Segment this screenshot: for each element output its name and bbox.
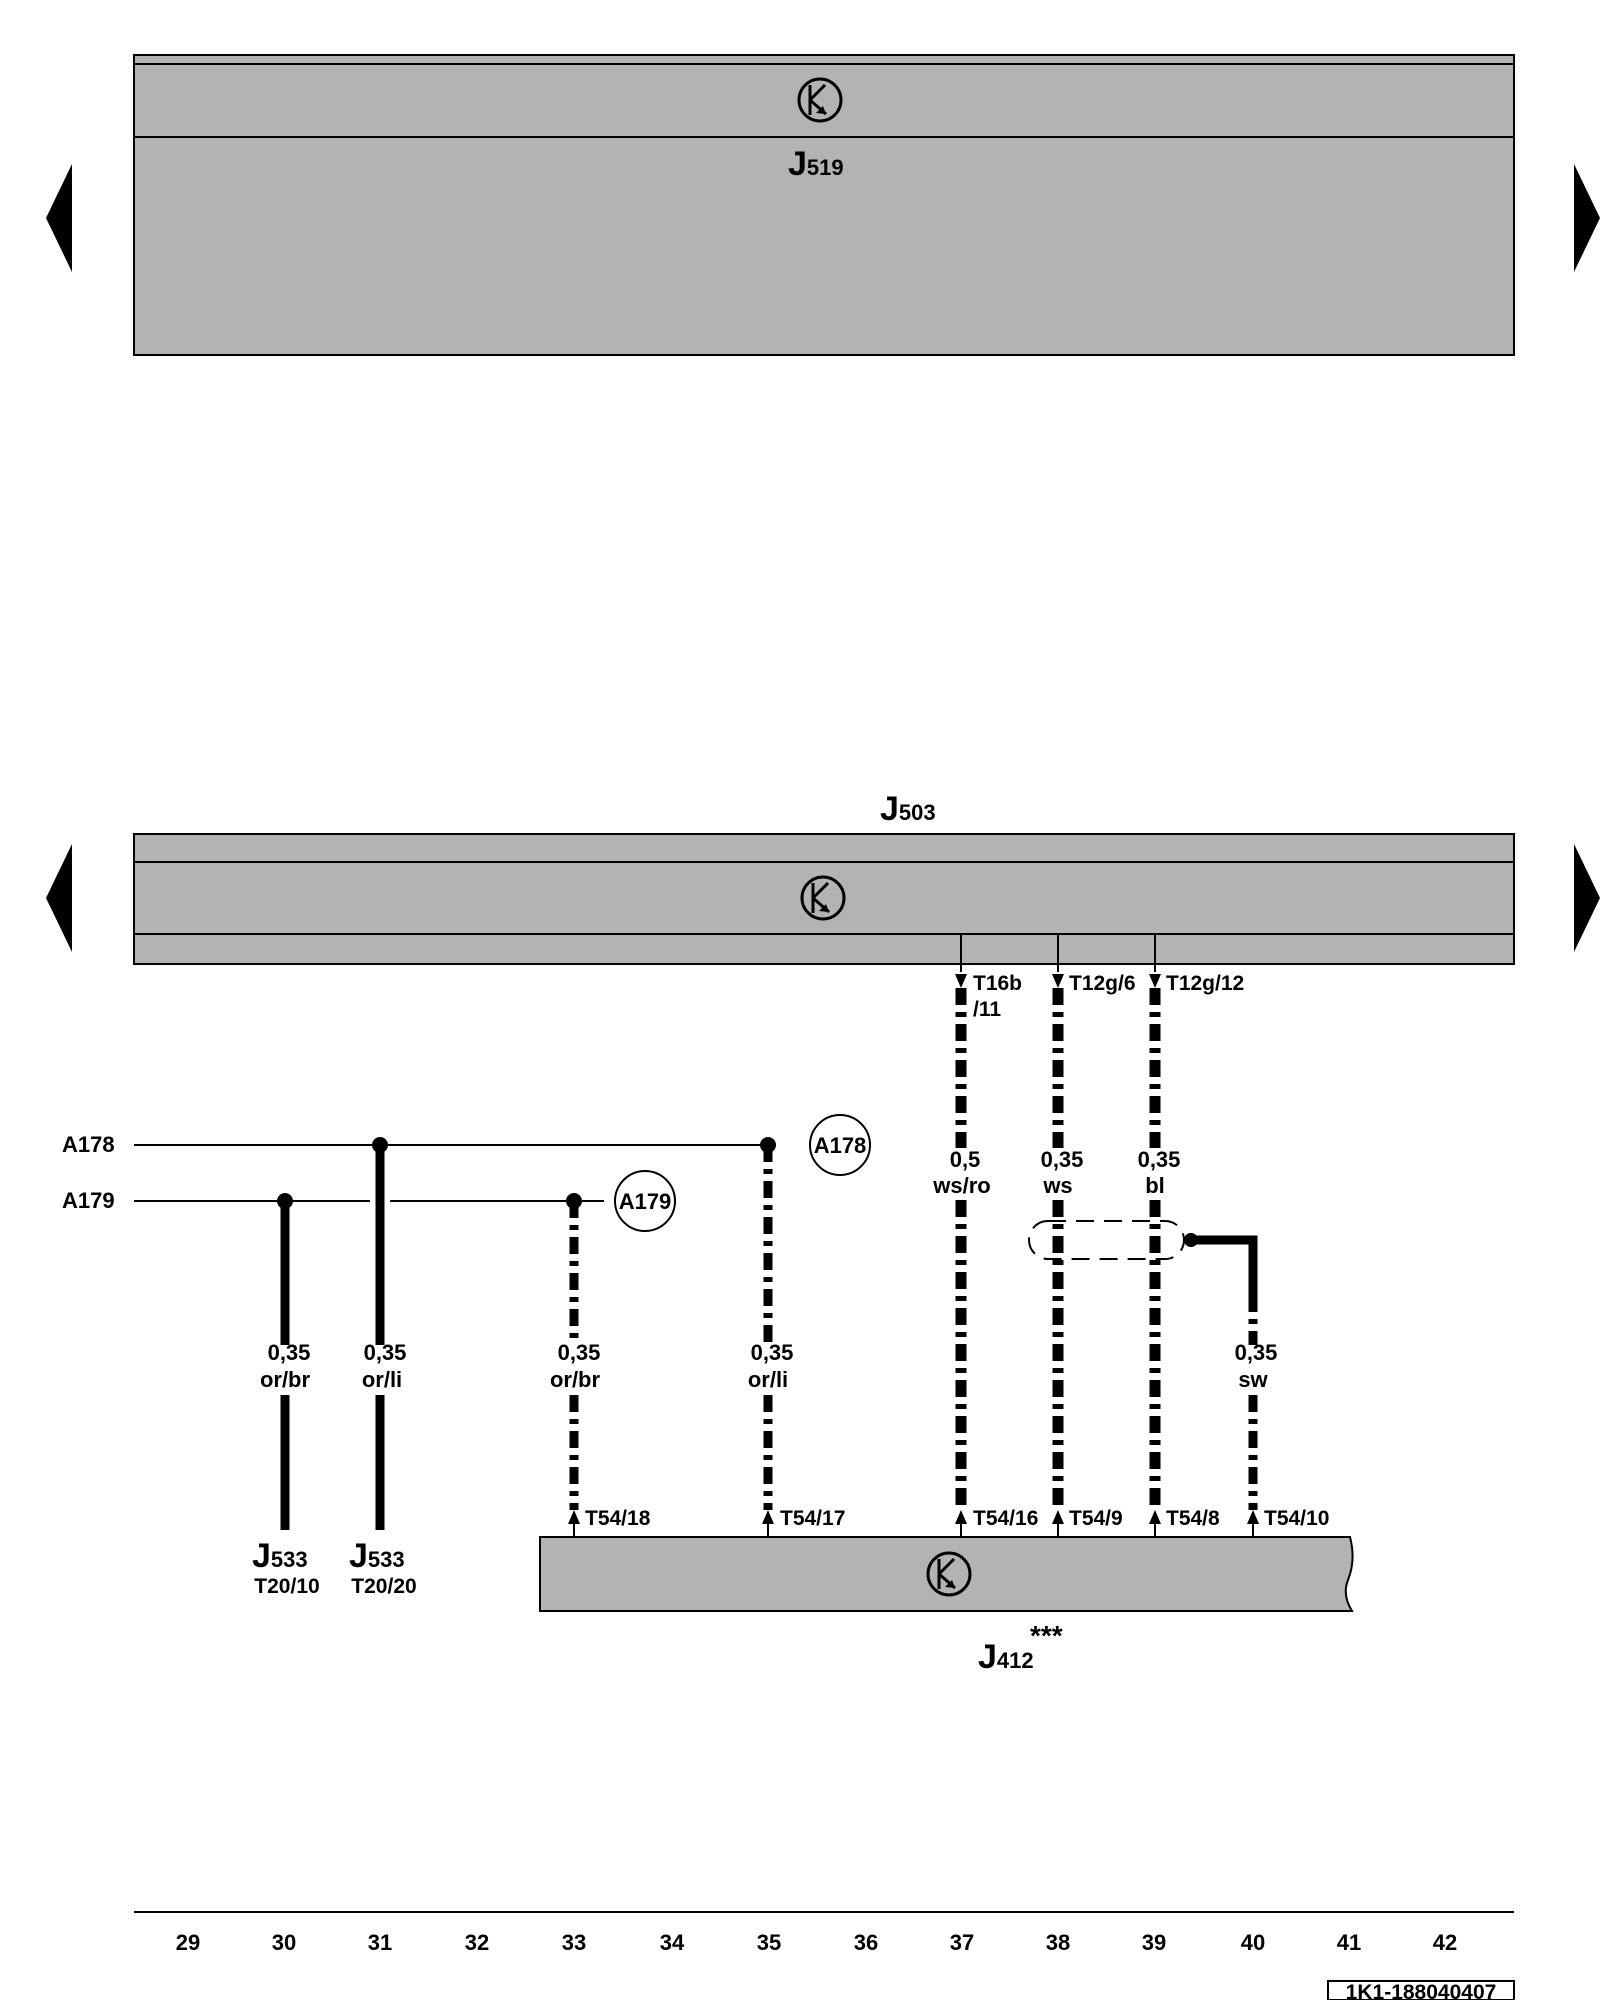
- svg-text:ws/ro: ws/ro: [932, 1173, 990, 1198]
- column-number: 37: [950, 1930, 974, 1955]
- svg-text:T12g/6: T12g/6: [1069, 972, 1136, 995]
- svg-text:or/li: or/li: [748, 1367, 788, 1392]
- svg-text:T20/20: T20/20: [351, 1575, 416, 1598]
- bus-label-a178: A178: [62, 1132, 115, 1157]
- component-label-j503: J503: [880, 790, 936, 828]
- svg-text:T54/8: T54/8: [1166, 1507, 1220, 1530]
- arrow-right-icon[interactable]: [1574, 844, 1600, 952]
- svg-text:bl: bl: [1145, 1173, 1165, 1198]
- svg-text:0,35: 0,35: [558, 1340, 601, 1365]
- svg-text:T54/16: T54/16: [973, 1507, 1038, 1530]
- svg-text:A178: A178: [814, 1133, 867, 1158]
- control-unit-icon: [800, 875, 846, 921]
- connector-t12g-12: T12g/12: [1149, 972, 1244, 995]
- bottom-connectors: T54/18 T54/17 T54/16 T54/9 T54/8 T54/10: [568, 1507, 1329, 1537]
- reference-box: 1K1-188040407: [1327, 1980, 1515, 2000]
- control-unit-j503: J503: [133, 790, 1515, 965]
- variant-mark: ***: [1030, 1620, 1063, 1651]
- svg-text:T20/10: T20/10: [254, 1575, 319, 1598]
- column-number: 42: [1433, 1930, 1457, 1955]
- wire-sw: 0,35 sw: [1235, 1295, 1278, 1510]
- column-number: 38: [1046, 1930, 1070, 1955]
- column-number: 30: [272, 1930, 296, 1955]
- arrow-left-icon[interactable]: [46, 844, 72, 952]
- wire-or-li-j412: 0,35 or/li: [748, 1145, 794, 1510]
- control-unit-j519: J519: [133, 54, 1515, 356]
- component-label-j412: J412: [978, 1638, 1034, 1676]
- svg-text:0,35: 0,35: [1235, 1340, 1278, 1365]
- svg-text:or/br: or/br: [260, 1367, 311, 1392]
- svg-text:0,35: 0,35: [364, 1340, 407, 1365]
- svg-text:T54/18: T54/18: [585, 1507, 651, 1530]
- bus-lines: A178 A179 A179 A178: [62, 1114, 871, 1232]
- control-unit-j412: J412 ***: [539, 1536, 1354, 1676]
- column-number: 29: [176, 1930, 200, 1955]
- arrow-right-icon[interactable]: [1574, 164, 1600, 272]
- svg-text:T16b: T16b: [973, 972, 1022, 995]
- column-number: 35: [757, 1930, 781, 1955]
- bus-reference-a178: A178: [809, 1114, 871, 1176]
- column-number: 32: [465, 1930, 489, 1955]
- svg-text:T12g/12: T12g/12: [1166, 972, 1244, 995]
- wire-ws: 0,35 ws: [1041, 988, 1084, 1510]
- svg-text:0,35: 0,35: [1138, 1147, 1181, 1172]
- column-numbers: 29 30 31 32 33 34 35 36 37 38 39 40 41 42: [176, 1930, 1457, 1955]
- bus-reference-a179: A179: [614, 1170, 676, 1232]
- component-label-j533: J533 T20/10: [252, 1537, 320, 1598]
- svg-text:0,35: 0,35: [751, 1340, 794, 1365]
- component-label-j533: J533 T20/20: [349, 1537, 417, 1598]
- svg-text:T54/17: T54/17: [780, 1507, 845, 1530]
- column-number: 36: [854, 1930, 878, 1955]
- control-unit-icon: [926, 1551, 972, 1597]
- wire-bl: 0,35 bl: [1138, 988, 1181, 1510]
- svg-text:T54/9: T54/9: [1069, 1507, 1123, 1530]
- connector-t16b-11: T16b /11: [955, 972, 1022, 1021]
- wire-or-br-j412: 0,35 or/br: [550, 1201, 601, 1510]
- drawing-reference: 1K1-188040407: [1346, 1981, 1497, 2000]
- svg-text:A179: A179: [619, 1189, 672, 1214]
- column-number: 40: [1241, 1930, 1265, 1955]
- arrow-left-icon[interactable]: [46, 164, 72, 272]
- svg-text:0,35: 0,35: [268, 1340, 311, 1365]
- column-number: 41: [1337, 1930, 1361, 1955]
- connector-t12g-6: T12g/6: [1052, 972, 1136, 995]
- component-label-j519: J519: [788, 145, 844, 183]
- column-number: 33: [562, 1930, 586, 1955]
- svg-text:or/br: or/br: [550, 1367, 601, 1392]
- bus-label-a179: A179: [62, 1188, 115, 1213]
- svg-text:/11: /11: [973, 998, 1001, 1021]
- svg-text:sw: sw: [1238, 1367, 1268, 1392]
- wire-or-br-j533: 0,35 or/br: [260, 1201, 311, 1530]
- svg-text:J533: J533: [252, 1537, 308, 1575]
- column-number: 39: [1142, 1930, 1166, 1955]
- svg-text:or/li: or/li: [362, 1367, 402, 1392]
- svg-text:0,5: 0,5: [950, 1147, 981, 1172]
- column-number: 34: [660, 1930, 685, 1955]
- svg-text:ws: ws: [1042, 1173, 1072, 1198]
- shield-icon: [1028, 1220, 1258, 1295]
- svg-text:0,35: 0,35: [1041, 1147, 1084, 1172]
- svg-text:T54/10: T54/10: [1264, 1507, 1329, 1530]
- column-number: 31: [368, 1930, 392, 1955]
- wire-ws-ro: 0,5 ws/ro: [932, 988, 991, 1510]
- wire-or-li-j533: 0,35 or/li: [362, 1145, 407, 1530]
- control-unit-icon: [797, 77, 843, 123]
- svg-text:J533: J533: [349, 1537, 405, 1575]
